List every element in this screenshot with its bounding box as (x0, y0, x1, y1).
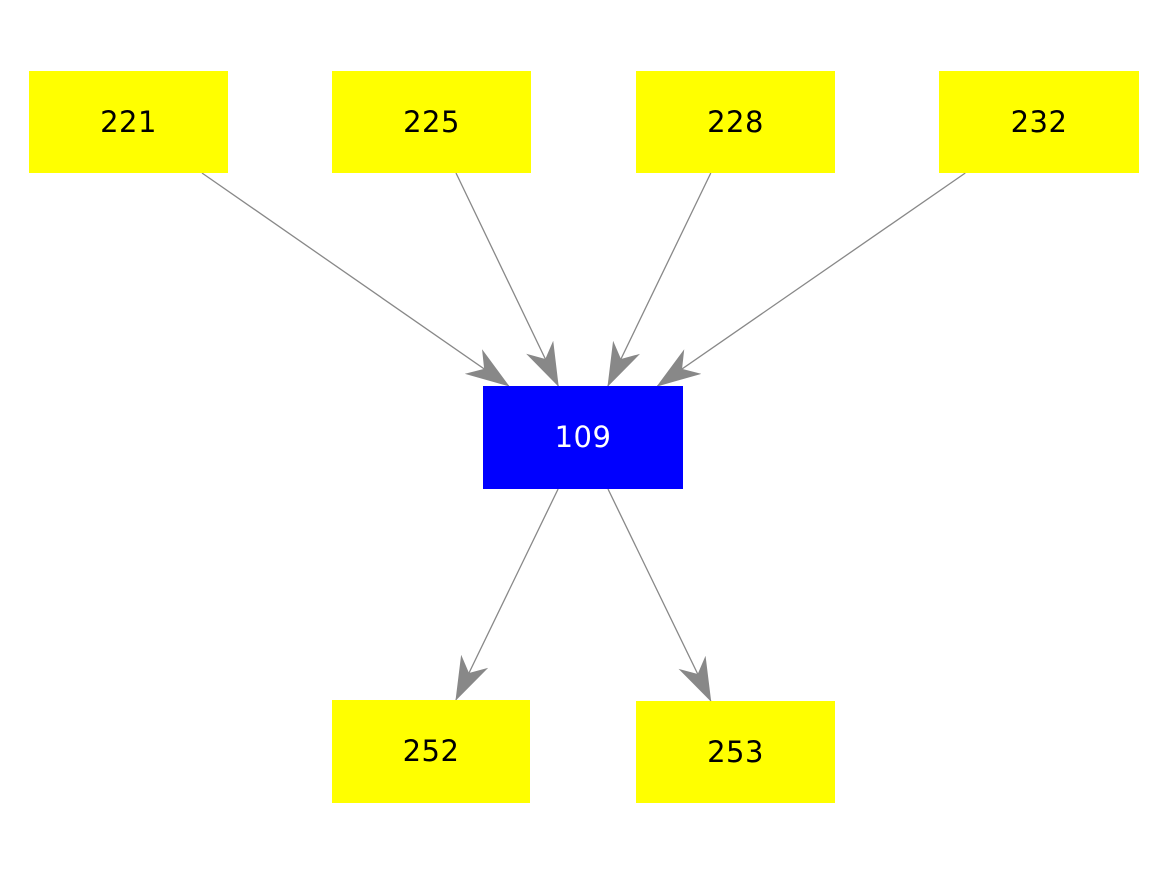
edge-228-109 (607, 172, 712, 387)
node-253: 253 (636, 701, 835, 803)
edge-225-109 (455, 172, 559, 387)
node-228: 228 (636, 71, 835, 173)
node-label: 252 (402, 734, 460, 768)
edge-221-109 (201, 172, 510, 387)
node-label: 221 (100, 104, 157, 139)
node-252: 252 (332, 700, 530, 803)
node-109: 109 (483, 386, 683, 489)
edge-232-109 (656, 172, 966, 387)
node-label: 109 (554, 420, 612, 454)
edge-109-253 (607, 488, 712, 702)
node-232: 232 (939, 71, 1139, 173)
node-225: 225 (332, 71, 531, 173)
node-label: 232 (1010, 104, 1068, 139)
edge-group (201, 172, 966, 702)
node-221: 221 (29, 71, 228, 173)
edge-109-252 (455, 488, 559, 701)
node-label: 225 (403, 104, 460, 139)
node-label: 253 (707, 734, 764, 769)
node-label: 228 (707, 104, 764, 139)
